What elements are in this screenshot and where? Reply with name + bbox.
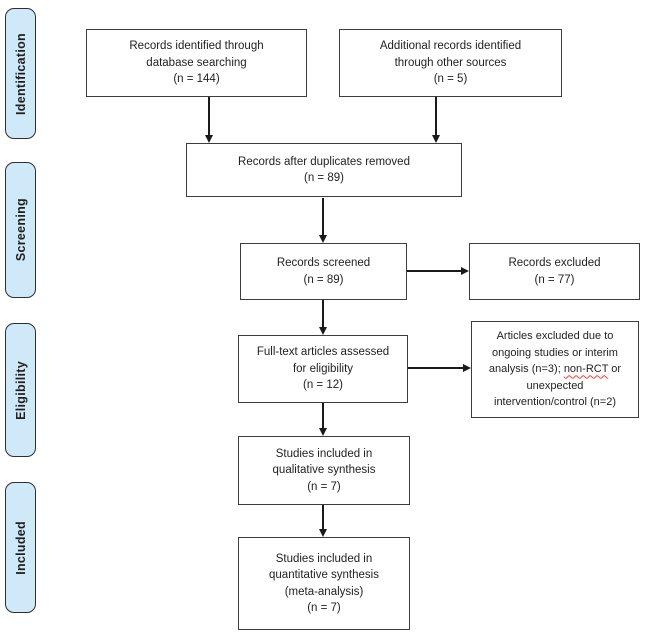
box-fulltext-assessed: Full-text articles assessed for eligibil… bbox=[238, 335, 408, 403]
box-records-excluded-text: Records excluded (n = 77) bbox=[508, 257, 601, 286]
box-articles-excluded: Articles excluded due to ongoing studies… bbox=[471, 321, 639, 418]
arrow-screened-to-fulltext-assessed bbox=[322, 300, 324, 327]
box-fulltext-assessed-text: Full-text articles assessed for eligibil… bbox=[256, 346, 390, 392]
box-records-excluded: Records excluded (n = 77) bbox=[469, 243, 640, 300]
box-articles-excluded-text: Articles excluded due to ongoing studies… bbox=[487, 328, 623, 411]
box-additional-records-other-sources: Additional records identified through ot… bbox=[339, 29, 562, 97]
arrow-other-sources-to-duplicates-removed bbox=[435, 97, 437, 135]
stage-identification-label: Identification bbox=[13, 32, 28, 115]
box-records-after-duplicates-removed: Records after duplicates removed (n = 89… bbox=[186, 143, 462, 197]
arrow-screened-to-records-excluded bbox=[407, 270, 461, 272]
stage-identification: Identification bbox=[5, 8, 36, 139]
articles-excluded-text-spellcheck-squiggle: non-RCT bbox=[563, 363, 609, 376]
box-qualitative-synthesis-text: Studies included in qualitative synthesi… bbox=[272, 447, 376, 493]
box-quantitative-synthesis-text: Studies included in quantitative synthes… bbox=[269, 552, 379, 615]
arrow-fulltext-to-qualitative bbox=[322, 403, 324, 428]
arrow-qualitative-to-quantitative bbox=[322, 505, 324, 529]
arrow-fulltext-to-articles-excluded bbox=[408, 367, 463, 369]
box-records-identified-database-text: Records identified through database sear… bbox=[129, 40, 264, 86]
stage-eligibility-label: Eligibility bbox=[13, 360, 28, 420]
box-records-after-duplicates-removed-text: Records after duplicates removed (n = 89… bbox=[238, 155, 410, 185]
stage-screening-label: Screening bbox=[13, 198, 28, 262]
stage-eligibility: Eligibility bbox=[5, 323, 36, 457]
box-records-screened-text: Records screened (n = 89) bbox=[276, 257, 371, 286]
articles-excluded-text-after: or unexpected intervention/control (n=2) bbox=[494, 363, 622, 409]
arrow-database-to-duplicates-removed bbox=[208, 97, 210, 135]
articles-excluded-text-before: Articles excluded due to ongoing studies… bbox=[488, 330, 618, 376]
box-additional-records-other-sources-text: Additional records identified through ot… bbox=[379, 40, 522, 86]
stage-screening: Screening bbox=[5, 162, 36, 298]
stage-included: Included bbox=[5, 482, 36, 613]
box-records-identified-database: Records identified through database sear… bbox=[86, 29, 307, 97]
arrow-duplicates-removed-to-screened bbox=[322, 198, 324, 235]
box-quantitative-synthesis: Studies included in quantitative synthes… bbox=[238, 537, 410, 630]
box-records-screened: Records screened (n = 89) bbox=[240, 243, 407, 300]
stage-included-label: Included bbox=[13, 520, 28, 575]
box-qualitative-synthesis: Studies included in qualitative synthesi… bbox=[238, 436, 410, 505]
